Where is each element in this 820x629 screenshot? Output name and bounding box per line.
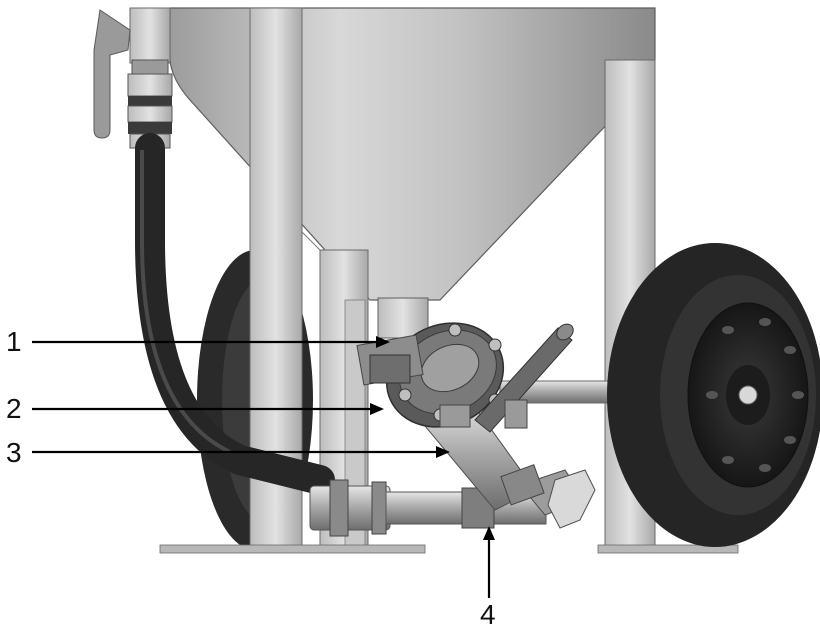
callout-2-number: 2 (6, 393, 22, 424)
callout-leaders (32, 336, 495, 598)
valve-handle (439, 323, 574, 433)
front-wheel (607, 243, 820, 547)
air-inlet-assembly (93, 7, 173, 149)
callout-1-leader (32, 336, 390, 348)
flange-assembly (356, 322, 505, 428)
callout-3-number: 3 (6, 437, 22, 468)
callout-2-leader (32, 403, 384, 415)
callout-4-leader (483, 526, 495, 598)
callout-3-leader (32, 446, 450, 458)
callout-4-number: 4 (480, 599, 496, 629)
metering-valve (419, 399, 596, 529)
bottom-pipe (309, 479, 547, 537)
callout-1-number: 1 (6, 326, 22, 357)
